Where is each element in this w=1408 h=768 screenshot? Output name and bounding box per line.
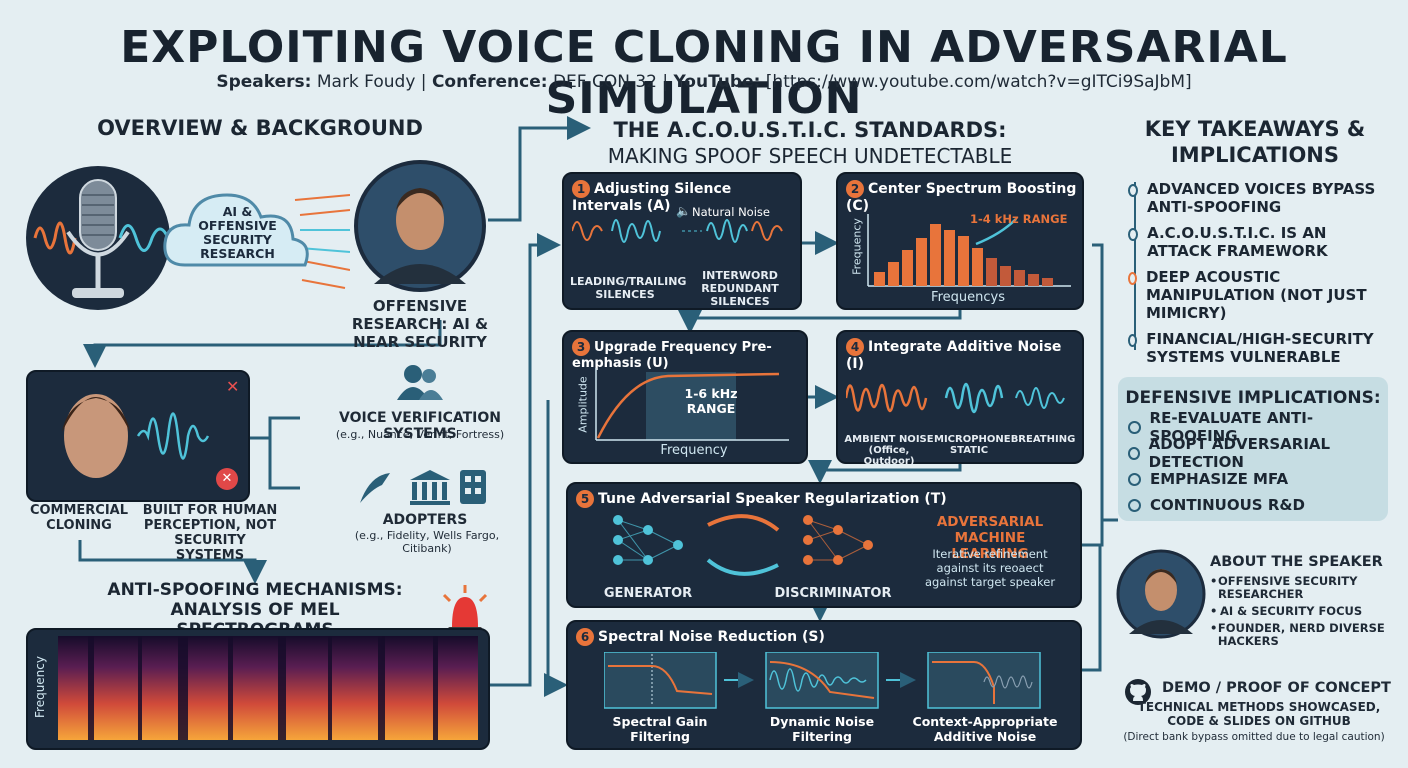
voice-verification-title: VOICE VERIFICATION SYSTEMS [339,410,501,442]
defensive-item: EMPHASIZE MFA [1128,466,1388,492]
discriminator-label: DISCRIMINATOR [774,586,892,601]
defensive-box [1118,377,1388,521]
panel-number: 2 [846,180,864,198]
defensive-item: RE-EVALUATE ANTI-SPOOFING [1128,409,1388,445]
breathing-label: BREATHING [1010,434,1076,445]
adopter-icons [360,470,486,505]
panel-number: 5 [576,490,594,508]
y-axis-label: Amplitude [576,376,590,433]
range-label: 1-4 kHz RANGE [970,212,1068,226]
header-meta: Speakers: Mark Foudy | Conference: DEF C… [216,72,1192,92]
interword-label: INTERWORD REDUNDANT SILENCES [701,269,779,308]
iterative-label: Iterative refinement against its reoaect… [924,547,1056,589]
speaker-avatar [1116,549,1206,639]
researcher-avatar [354,160,486,292]
x-axis-label: Frequency [660,443,728,458]
speakers-label: Speakers: [216,72,312,92]
panel-number: 6 [576,628,594,646]
github-icon [1125,679,1151,705]
panel-number: 4 [846,338,864,356]
boost-bar-chart [867,214,1071,287]
mel-spectrogram [58,636,478,740]
defensive-heading: DEFENSIVE IMPLICATIONS: [1125,388,1381,408]
branch-connector [250,416,300,490]
takeaway-item: FINANCIAL/HIGH-SECURITY SYSTEMS VULNERAB… [1128,330,1393,366]
panel-title: Center Spectrum Boosting (C) [846,181,1077,214]
error-x-icon: ✕ [216,468,238,490]
acoustic-heading-1: THE A.C.O.U.S.T.I.C. STANDARDS: [613,118,1007,142]
takeaway-item: DEEP ACOUSTIC MANIPULATION (NOT JUST MIM… [1128,268,1393,322]
context-noise-label: Context-Appropriate Additive Noise [912,714,1058,744]
close-icon: ✕ [226,377,239,396]
speaker-item: •FOUNDER, NERD DIVERSE HACKERS [1210,621,1385,648]
takeaway-item: ADVANCED VOICES BYPASS ANTI-SPOOFING [1128,180,1393,216]
panel-number: 3 [572,338,590,356]
panel-title: Adjusting Silence Intervals (A) [572,181,732,214]
adopters-title: ADOPTERS [382,512,468,528]
silence-waveform [572,219,783,243]
commercial-cloning-panel: ✕ [26,370,250,502]
demo-text[interactable]: TECHNICAL METHODS SHOWCASED, CODE & SLID… [1137,700,1381,728]
speaker-heading: ABOUT THE SPEAKER [1210,554,1383,570]
demo-note: (Direct bank bypass omitted due to legal… [1123,731,1385,743]
speaker-item: •OFFENSIVE SECURITY RESEARCHER [1210,574,1358,601]
built-for-label: BUILT FOR HUMAN PERCEPTION, NOT SECURITY… [142,503,278,563]
panel-title: Upgrade Frequency Pre-emphasis (U) [572,340,772,371]
generator-label: GENERATOR [603,586,693,601]
panel-title: Tune Adversarial Speaker Regularization … [598,491,947,507]
dynamic-noise-label: Dynamic Noise Filtering [769,714,875,744]
microphone-static-label: MICROPHONE STATIC [934,434,1011,456]
speaker-list: •OFFENSIVE SECURITY RESEARCHER •AI & SEC… [1210,575,1400,648]
speaker-item: •AI & SECURITY FOCUS [1210,604,1363,618]
conference-label: Conference: [431,72,548,92]
youtube-link[interactable]: [https://www.youtube.com/watch?v=gITCi9S… [765,72,1192,92]
demo-heading: DEMO / PROOF OF CONCEPT [1162,680,1391,696]
overview-heading: OVERVIEW & BACKGROUND [97,116,423,140]
conference-value: DEF CON 32 [552,72,657,92]
takeaway-item: A.C.O.U.S.T.I.C. IS AN ATTACK FRAMEWORK [1128,224,1393,260]
ambient-noise-label: AMBIENT NOISE (Office, Outdoor) [844,434,934,467]
y-axis-label: Frequency [850,218,864,275]
adversarial-ml-label: ADVERSARIAL MACHINE LEARNING [936,514,1044,562]
speaker-icon: 🔈 [676,204,691,218]
spectral-gain-label: Spectral Gain Filtering [612,714,708,744]
research-caption: OFFENSIVE RESEARCH: AI & NEAR SECURITY [351,297,489,351]
spectrogram-panel: Frequency [26,628,490,750]
gan-networks [613,514,873,576]
commercial-label: COMMERCIAL CLONING [29,503,129,533]
defensive-item: CONTINUOUS R&D [1128,492,1388,518]
range-label: 1-6 kHz RANGE [684,386,738,416]
spectrogram-axis: Frequency [33,656,47,718]
x-axis-label: Frequencys [931,290,1005,305]
takeaways-list: ADVANCED VOICES BYPASS ANTI-SPOOFING A.C… [1128,180,1393,366]
filter-stages [604,652,1041,709]
natural-noise-label: Natural Noise [692,205,770,219]
users-icon [397,365,443,400]
pre-emphasis-curve [595,368,789,441]
face-wave-illustration: ✕ [62,377,239,478]
panel-number: 1 [572,180,590,198]
speakers-value: Mark Foudy [316,72,416,92]
panel-title: Integrate Additive Noise (I) [846,339,1062,372]
defensive-item: ADOPT ADVERSARIAL DETECTION [1128,435,1388,471]
takeaways-heading: KEY TAKEAWAYS & IMPLICATIONS [1144,117,1366,167]
voice-verification-examples: (e.g., Nuance, Verint, Fortress) [335,428,505,441]
cloud-text: AI & OFFENSIVE SECURITY RESEARCH [198,204,277,261]
youtube-label: YouTube: [673,72,761,92]
noise-waveform [846,382,1065,414]
acoustic-heading-2: MAKING SPOOF SPEECH UNDETECTABLE [607,144,1013,168]
leading-trailing-label: LEADING/TRAILING SILENCES [570,275,687,301]
page-title: EXPLOITING VOICE CLONING IN ADVERSARIAL … [120,22,1288,124]
defensive-list: RE-EVALUATE ANTI-SPOOFING ADOPT ADVERSAR… [1128,409,1388,518]
panel-title: Spectral Noise Reduction (S) [598,629,825,645]
cloud-shape [163,193,309,267]
adopters-examples: (e.g., Fidelity, Wells Fargo, Citibank) [354,529,500,555]
